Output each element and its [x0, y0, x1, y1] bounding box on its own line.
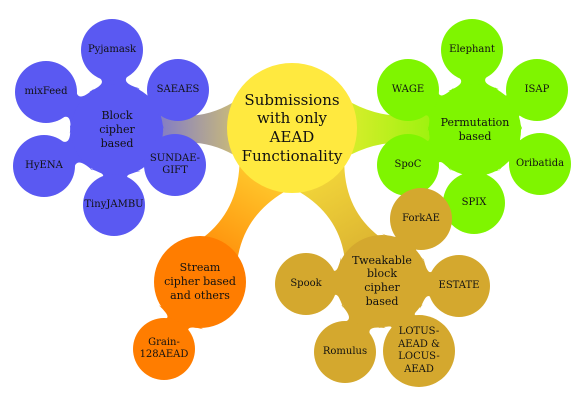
leaf-node-romulus — [314, 321, 376, 383]
leaf-label-mixfeed: mixFeed — [24, 85, 68, 97]
center-node-label: Submissions with only AEAD Functionality — [241, 90, 343, 165]
branch-label-block: Block cipher based — [99, 109, 135, 150]
leaf-label-estate: ESTATE — [438, 279, 480, 291]
leaf-label-sundae: SUNDAE- GIFT — [149, 152, 201, 177]
leaf-label-elephant: Elephant — [449, 43, 495, 55]
leaf-node-hyena — [13, 135, 75, 197]
leaf-label-spoc: SpoC — [394, 158, 422, 170]
leaf-label-spix: SPIX — [461, 196, 487, 208]
branch-node-block — [71, 84, 163, 176]
leaf-label-saeaes: SAEAES — [156, 83, 200, 95]
leaf-node-mixfeed — [15, 61, 77, 123]
leaf-node-lotus — [383, 315, 455, 387]
leaf-node-elephant — [441, 19, 503, 81]
leaf-label-spook: Spook — [290, 277, 322, 289]
branch-node-stream — [154, 236, 246, 328]
leaf-label-oribatida: Oribatida — [515, 157, 565, 169]
leaf-label-hyena: HyENA — [25, 159, 63, 171]
leaf-node-estate — [428, 255, 490, 317]
leaf-label-lotus: LOTUS-AEAD & LOCUS-AEAD — [398, 326, 440, 375]
center-node — [227, 63, 357, 193]
leaf-node-isap — [506, 59, 568, 121]
branch-node-perm — [429, 84, 521, 176]
branch-label-tweak: Tweakable block cipher based — [352, 253, 412, 308]
leaf-node-forkae — [390, 188, 452, 250]
leaf-label-tinyjambu: TinyJAMBU — [84, 198, 144, 210]
leaf-label-isap: ISAP — [524, 83, 550, 95]
connector-center-stream — [203, 165, 285, 258]
leaf-node-oribatida — [509, 133, 571, 195]
branch-label-perm: Permutation based — [440, 116, 510, 143]
branch-label-stream: Stream cipher based and others — [164, 261, 236, 302]
leaf-label-grain: Grain- 128AEAD — [139, 336, 189, 361]
leaf-node-spook — [275, 253, 337, 315]
leaf-node-wage — [377, 59, 439, 121]
leaf-node-grain — [133, 318, 195, 380]
leaf-label-pyjamask: Pyjamask — [87, 43, 137, 55]
connector-center-tweak — [299, 165, 379, 257]
leaf-node-saeaes — [147, 59, 209, 121]
leaf-node-sundae — [144, 134, 206, 196]
leaf-node-pyjamask — [81, 19, 143, 81]
leaf-node-spoc — [377, 134, 439, 196]
leaf-label-forkae: ForkAE — [402, 212, 440, 224]
leaf-label-wage: WAGE — [391, 83, 425, 95]
leaf-label-romulus: Romulus — [322, 345, 368, 357]
leaf-node-tinyjambu — [83, 174, 145, 236]
branch-node-tweak — [336, 235, 428, 327]
leaf-node-spix — [443, 172, 505, 234]
